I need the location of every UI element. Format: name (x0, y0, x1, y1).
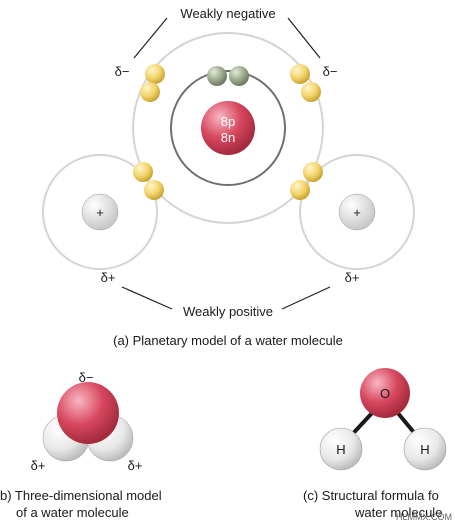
hydrogen-left-symbol: H (336, 442, 345, 457)
oxygen-nucleus (201, 101, 255, 155)
structural-formula: O H H (c) Structural formula fo water mo… (303, 368, 447, 520)
delta-plus-left: δ+ (101, 270, 116, 285)
electron (303, 162, 323, 182)
leader-line (133, 17, 168, 59)
leader-line (281, 286, 331, 310)
delta-plus-left-label: δ+ (31, 458, 46, 473)
delta-minus-label: δ− (79, 370, 94, 385)
electron (290, 64, 310, 84)
planetary-model: 8p 8n + + Weakly negative δ− δ− δ+ δ+ We… (42, 6, 415, 348)
panel-c-caption-line2: water molecule (354, 505, 442, 520)
delta-minus-left: δ− (115, 64, 130, 79)
three-dimensional-model: δ− δ+ δ+ b) Three-dimensional model of a… (0, 370, 162, 520)
electron (290, 180, 310, 200)
hydrogen-right-shell (299, 154, 415, 270)
oxygen-symbol: O (380, 386, 390, 401)
watermark: HLMMX.COM (396, 512, 452, 522)
delta-minus-right: δ− (323, 64, 338, 79)
electron (145, 64, 165, 84)
inner-electron (229, 66, 249, 86)
hydrogen-right-atom (403, 427, 447, 471)
electron (133, 162, 153, 182)
protons-label: 8p (221, 114, 235, 129)
oxygen-outer-shell (132, 32, 324, 224)
hydrogen-right-nucleus (338, 193, 376, 231)
neutrons-label: 8n (221, 130, 235, 145)
leader-line (121, 286, 173, 310)
weakly-negative-label: Weakly negative (180, 6, 275, 21)
panel-b-caption-line1: b) Three-dimensional model (0, 488, 162, 503)
oxygen-inner-shell (170, 70, 286, 186)
hydrogen-left-shell (42, 154, 158, 270)
electron (144, 180, 164, 200)
panel-a-caption: (a) Planetary model of a water molecule (113, 333, 343, 348)
weakly-positive-label: Weakly positive (183, 304, 273, 319)
panel-c-caption-line1: (c) Structural formula fo (303, 488, 439, 503)
hydrogen-right-plus: + (353, 205, 361, 220)
oxygen-atom (360, 368, 410, 418)
delta-plus-right-label: δ+ (128, 458, 143, 473)
hydrogen-right-symbol: H (420, 442, 429, 457)
oxygen-sphere (57, 382, 119, 444)
inner-electron (207, 66, 227, 86)
leader-line (287, 17, 321, 59)
delta-plus-right: δ+ (345, 270, 360, 285)
hydrogen-left-nucleus (81, 193, 119, 231)
panel-b-caption-line2: of a water molecule (16, 505, 129, 520)
hydrogen-left-atom (319, 427, 363, 471)
electron (140, 82, 160, 102)
hydrogen-left-plus: + (96, 205, 104, 220)
electron (301, 82, 321, 102)
